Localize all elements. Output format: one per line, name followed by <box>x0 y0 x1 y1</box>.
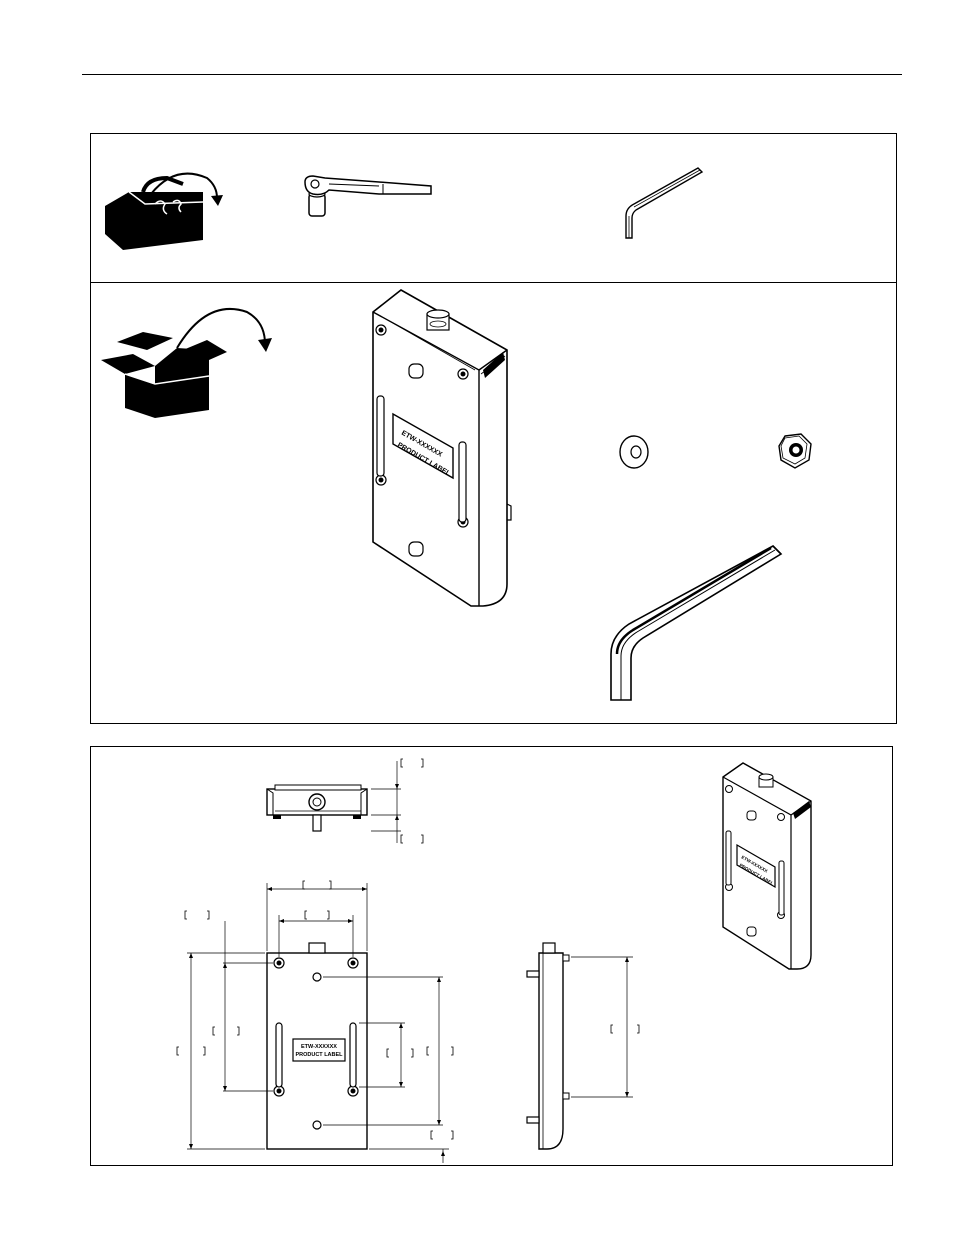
side-view-drawing <box>526 942 640 1150</box>
product-label-line1: ETW-XXXXXX <box>301 1044 337 1050</box>
panel-divider <box>91 282 896 283</box>
front-view-drawing: ETW-XXXXXX PRODUCT LABEL <box>176 880 454 1163</box>
toolbox-icon <box>105 172 223 250</box>
dimensions-panel: ETW-XXXXXX PRODUCT LABEL <box>90 746 893 1166</box>
hex-nut-icon <box>778 433 812 469</box>
top-view-drawing <box>266 758 424 844</box>
hex-key-icon <box>610 545 783 701</box>
ratchet-wrench-icon <box>304 175 432 217</box>
header-rule <box>82 74 902 75</box>
hex-key-icon <box>625 167 704 239</box>
product-label-line2: PRODUCT LABEL <box>295 1052 343 1058</box>
bracket-isometric: ETW-XXXXXX PRODUCT LABEL <box>372 289 512 607</box>
washer-icon <box>619 435 649 469</box>
bracket-isometric-small: ETW-XXXXXX PRODUCT LABEL <box>722 762 812 970</box>
open-box-icon <box>101 307 272 418</box>
tools-and-parts-panel: ETW-XXXXXX PRODUCT LABEL <box>90 133 897 724</box>
